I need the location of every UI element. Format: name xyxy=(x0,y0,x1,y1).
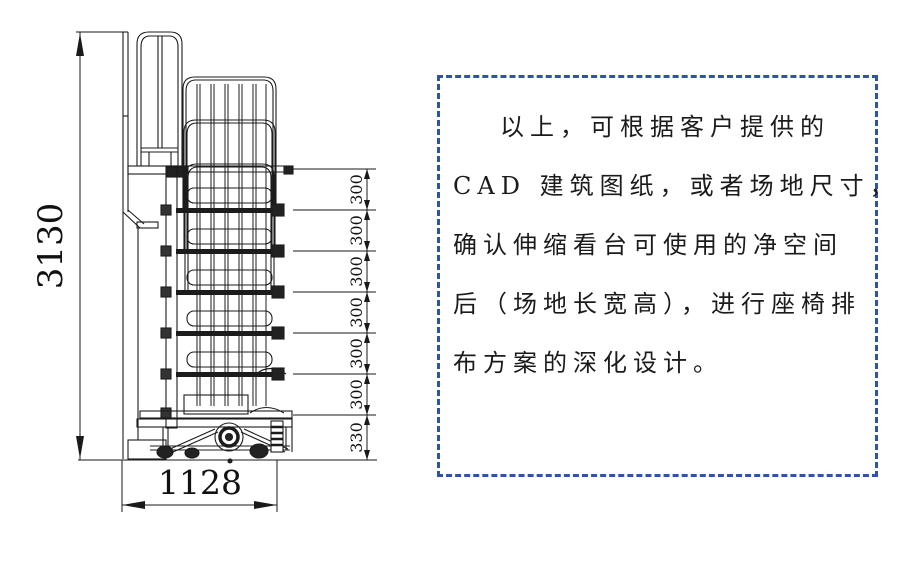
dim-row-labels: 300 300 300 300 300 300 330 xyxy=(347,174,366,453)
rear-handrail xyxy=(136,31,183,166)
dim-chain-arrows xyxy=(364,169,370,460)
dim-overall-depth-label: 1128 xyxy=(158,463,242,502)
dim-row-chain: 300 300 300 300 300 300 330 xyxy=(293,168,376,460)
dim-overall-height: 3130 xyxy=(31,31,123,460)
row-beams xyxy=(160,203,285,419)
note-line-5: 布方案的深化设计。 xyxy=(453,349,723,377)
cage-bars xyxy=(196,84,267,406)
grandstand-structure xyxy=(122,31,294,464)
note-box: 以上，可根据客户提供的 CAD 建筑图纸，或者场地尺寸， 确认伸缩看台可使用的净… xyxy=(437,75,900,477)
base-assembly xyxy=(127,410,293,464)
back-wall xyxy=(122,31,159,459)
dim-row-label: 300 xyxy=(347,256,366,287)
dim-row-label: 330 xyxy=(347,422,366,453)
guardrail-frames xyxy=(182,76,277,292)
note-line-1: 以上，可根据客户提供的 xyxy=(500,113,830,141)
dim-row-label: 300 xyxy=(347,215,366,246)
note-line-3: 确认伸缩看台可使用的净空间 xyxy=(453,231,843,259)
note-line-2: CAD 建筑图纸，或者场地尺寸， xyxy=(453,172,900,200)
dim-row-label: 300 xyxy=(347,338,366,369)
dim-row-label: 300 xyxy=(347,174,366,205)
note-line-4: 后（场地长宽高），进行座椅排 xyxy=(453,290,861,318)
dim-overall-height-label: 3130 xyxy=(31,203,71,290)
dim-row-label: 300 xyxy=(347,297,366,328)
dim-row-label: 300 xyxy=(347,379,366,410)
bleacher-section-drawing: 3130 1128 xyxy=(31,31,377,512)
dim-overall-depth: 1128 xyxy=(78,459,377,512)
